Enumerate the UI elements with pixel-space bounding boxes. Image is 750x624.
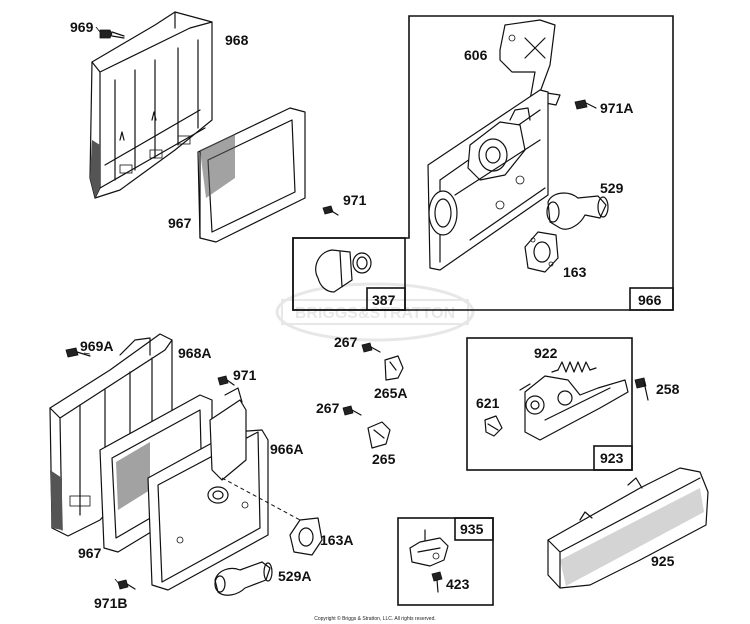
part-971A-screw [574,99,597,110]
part-267-screw-a [361,342,381,353]
part-968A-housing [49,333,173,537]
part-969A-screw [65,347,91,358]
part-606-bracket [499,19,561,106]
part-267-screw-b [342,405,362,416]
label-265A: 265A [374,385,407,401]
part-labels: 969 968 967 971 606 971A 529 163 387 966… [70,19,680,611]
label-922: 922 [534,345,558,361]
label-529: 529 [600,180,624,196]
part-966A-base [147,387,269,591]
part-258-screw [634,377,649,401]
part-621-clip [484,415,503,437]
label-387: 387 [372,292,396,308]
label-967-top: 967 [168,215,192,231]
label-966: 966 [638,292,662,308]
part-971-screw-top [322,205,339,216]
label-621: 621 [476,395,500,411]
part-265-clip [367,421,391,449]
part-969-screw [99,29,125,39]
box-966-label-frame [629,287,674,311]
label-265: 265 [372,451,396,467]
label-267-a: 267 [334,334,358,350]
part-935-bracket [409,529,449,567]
box-923-outline [466,337,633,471]
label-935: 935 [460,521,484,537]
label-163: 163 [563,264,587,280]
part-968-housing [89,11,213,199]
part-265A-clip [384,355,404,381]
label-423: 423 [446,576,470,592]
part-971-screw-bottom [217,375,235,386]
label-971-bottom: 971 [233,367,257,383]
part-163-gasket [524,231,559,273]
label-923: 923 [600,450,624,466]
part-387-primer-bulb [315,249,372,293]
label-969: 969 [70,19,94,35]
box-923-label-frame [593,445,633,471]
box-935-outline [397,517,494,606]
label-971B: 971B [94,595,127,611]
label-966A: 966A [270,441,303,457]
box-387-label-frame [366,287,406,311]
label-606: 606 [464,47,488,63]
label-529A: 529A [278,568,311,584]
part-423-screw [431,571,443,593]
part-971B-screw [117,579,136,590]
label-971-top: 971 [343,192,367,208]
alignment-line [221,477,301,521]
label-267-b: 267 [316,400,340,416]
part-922-spring [551,361,597,373]
part-967-filter-top [197,107,306,243]
part-966-base-plate [427,89,549,271]
label-925: 925 [651,553,675,569]
box-387-frame [292,237,406,311]
part-529A-elbow [214,561,273,596]
label-163A: 163A [320,532,353,548]
part-529-elbow [546,192,609,230]
part-925-cover [547,467,709,589]
label-258: 258 [656,381,680,397]
label-967-bottom: 967 [78,545,102,561]
copyright-text: Copyright © Briggs & Stratton, LLC. All … [314,615,436,622]
part-923-linkage [519,375,629,441]
label-971A: 971A [600,100,633,116]
part-163A-gasket [289,517,323,556]
label-968: 968 [225,32,249,48]
label-969A: 969A [80,338,113,354]
box-935-label-frame [454,517,494,541]
leader-lines [83,26,120,585]
label-968A: 968A [178,345,211,361]
